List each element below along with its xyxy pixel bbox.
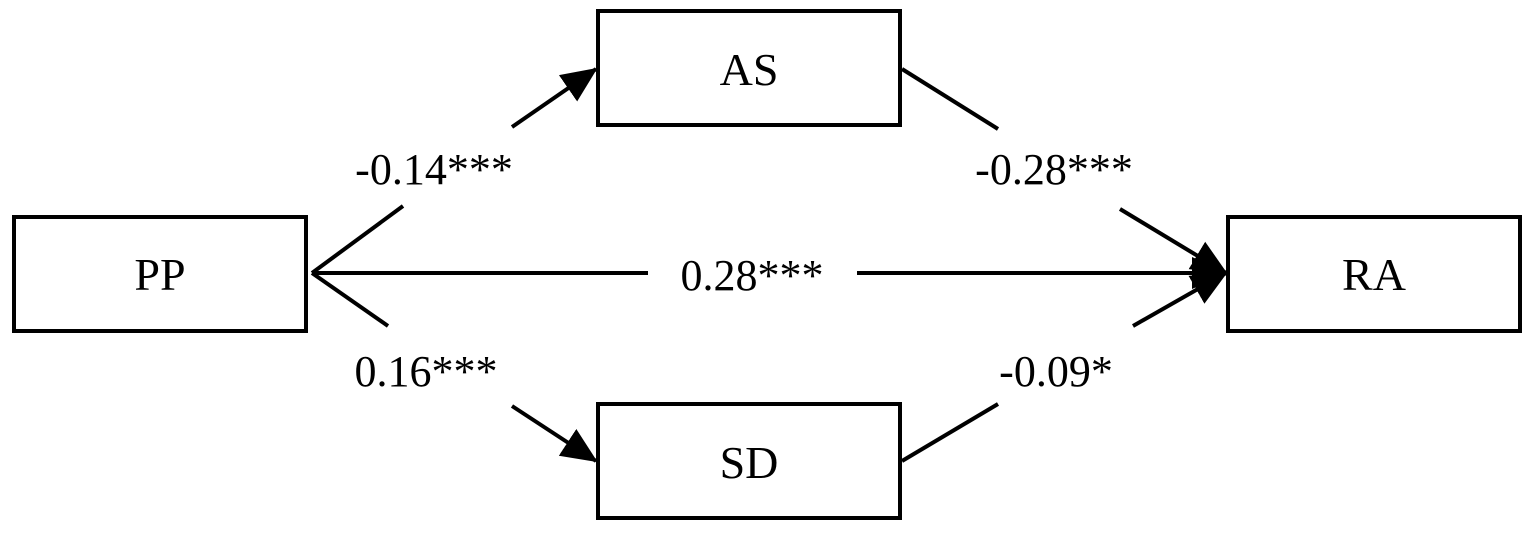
edge-pp-as (310, 67, 598, 275)
node-as-label: AS (720, 44, 779, 95)
edge-sd-ra (900, 271, 1228, 463)
node-ra: RA (1226, 215, 1522, 333)
node-as: AS (596, 9, 902, 127)
node-sd: SD (596, 402, 902, 520)
edge-pp-ra-label: 0.28*** (681, 251, 824, 300)
node-sd-label: SD (720, 437, 779, 488)
edge-pp-as-label: -0.14*** (355, 145, 513, 194)
edge-as-ra-label: -0.28*** (975, 145, 1133, 194)
edge-pp-sd-label: 0.16*** (355, 347, 498, 396)
edge-pp-sd (310, 271, 598, 463)
edge-sd-ra-label: -0.09* (999, 347, 1113, 396)
node-pp-label: PP (134, 249, 185, 300)
node-pp: PP (12, 215, 308, 333)
node-ra-label: RA (1342, 249, 1406, 300)
